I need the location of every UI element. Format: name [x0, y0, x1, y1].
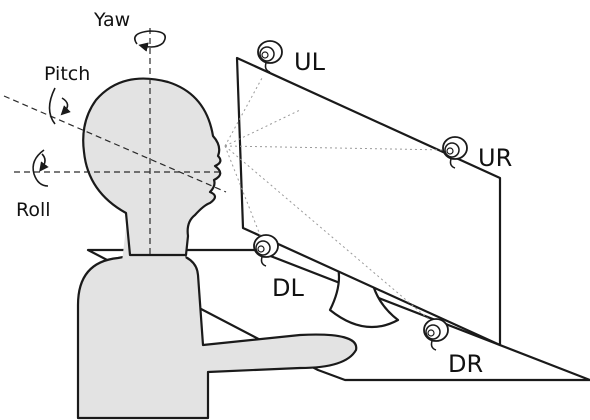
person-head: [82, 77, 222, 257]
camera-ul-icon: [257, 40, 283, 73]
gaze-lines: [224, 77, 449, 323]
pitch-rotation-icon: [48, 87, 71, 125]
camera-dl-icon: [253, 234, 279, 267]
camera-dr-icon: [423, 318, 449, 351]
roll-label: Roll: [16, 199, 51, 221]
camera-dl-label: DL: [272, 274, 304, 302]
camera-ul-label: UL: [294, 48, 326, 76]
pitch-label: Pitch: [44, 63, 90, 85]
yaw-label: Yaw: [93, 9, 130, 31]
yaw-rotation-icon: [134, 30, 166, 52]
camera-dr-label: DR: [448, 350, 483, 378]
monitor-screen: [235, 56, 502, 347]
pitch-axis: [3, 95, 227, 193]
camera-ur-icon: [442, 136, 468, 169]
roll-rotation-icon: [32, 149, 49, 187]
person-body: [76, 250, 358, 420]
camera-ur-label: UR: [478, 144, 512, 172]
